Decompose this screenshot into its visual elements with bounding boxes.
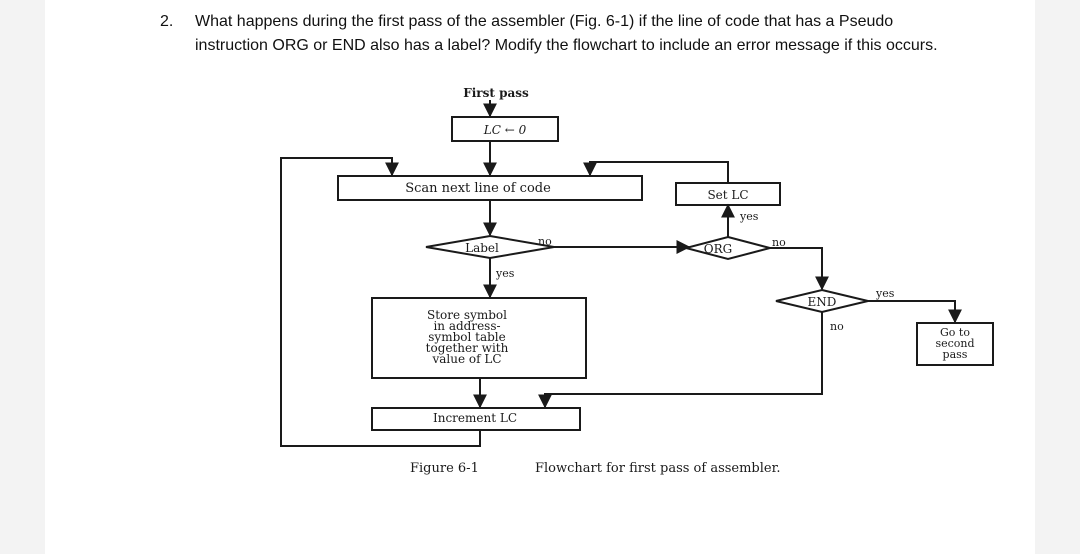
- arrow-setlc-to-scan: [583, 161, 729, 183]
- flowchart-diagram: First pass LC ← 0 Scan next line of code…: [280, 86, 994, 447]
- document-page: [45, 0, 1035, 554]
- store-box-line-3: symbol table: [428, 330, 505, 344]
- edge-label-label-no: no: [538, 235, 552, 248]
- edge-label-org-yes: yes: [739, 210, 759, 223]
- arrow-end-yes: [868, 300, 962, 324]
- edge-label-label-yes: yes: [495, 267, 515, 280]
- set-lc-box-label: Set LC: [707, 188, 748, 202]
- figure-caption: Flowchart for first pass of assembler.: [535, 461, 781, 476]
- store-box-line-4: together with: [426, 341, 509, 355]
- store-box-line-1: Store symbol: [427, 308, 507, 322]
- scan-box-label: Scan next line of code: [405, 181, 551, 196]
- edge-label-end-no: no: [830, 320, 844, 333]
- edge-label-end-yes: yes: [875, 287, 895, 300]
- arrow-end-no: [538, 312, 823, 409]
- question-text: What happens during the first pass of th…: [195, 13, 938, 54]
- start-label: First pass: [463, 86, 529, 100]
- init-box-label: LC ← 0: [483, 123, 527, 137]
- arrow-increment-to-scan: [280, 157, 481, 447]
- edge-label-org-no: no: [772, 236, 786, 249]
- init-box: [451, 116, 559, 142]
- figure-number: Figure 6-1: [410, 461, 479, 476]
- store-box-line-2: in address-: [433, 319, 500, 333]
- increment-box-label: Increment LC: [433, 411, 517, 425]
- org-decision: [682, 235, 774, 261]
- label-decision-text: Label: [465, 241, 499, 255]
- go-second-line-3: pass: [943, 348, 968, 361]
- go-second-line-1: Go to: [940, 326, 970, 339]
- go-second-pass-box: [916, 322, 994, 366]
- store-box-line-5: value of LC: [431, 352, 501, 366]
- increment-box: [371, 407, 581, 431]
- org-decision-text: ORG: [704, 242, 732, 256]
- end-decision-text: END: [808, 295, 837, 309]
- arrow-org-no: [770, 247, 829, 291]
- flowchart-figure: First pass LC ← 0 Scan next line of code…: [160, 82, 1040, 502]
- question-number: 2.: [160, 13, 174, 30]
- go-second-line-2: second: [935, 337, 974, 350]
